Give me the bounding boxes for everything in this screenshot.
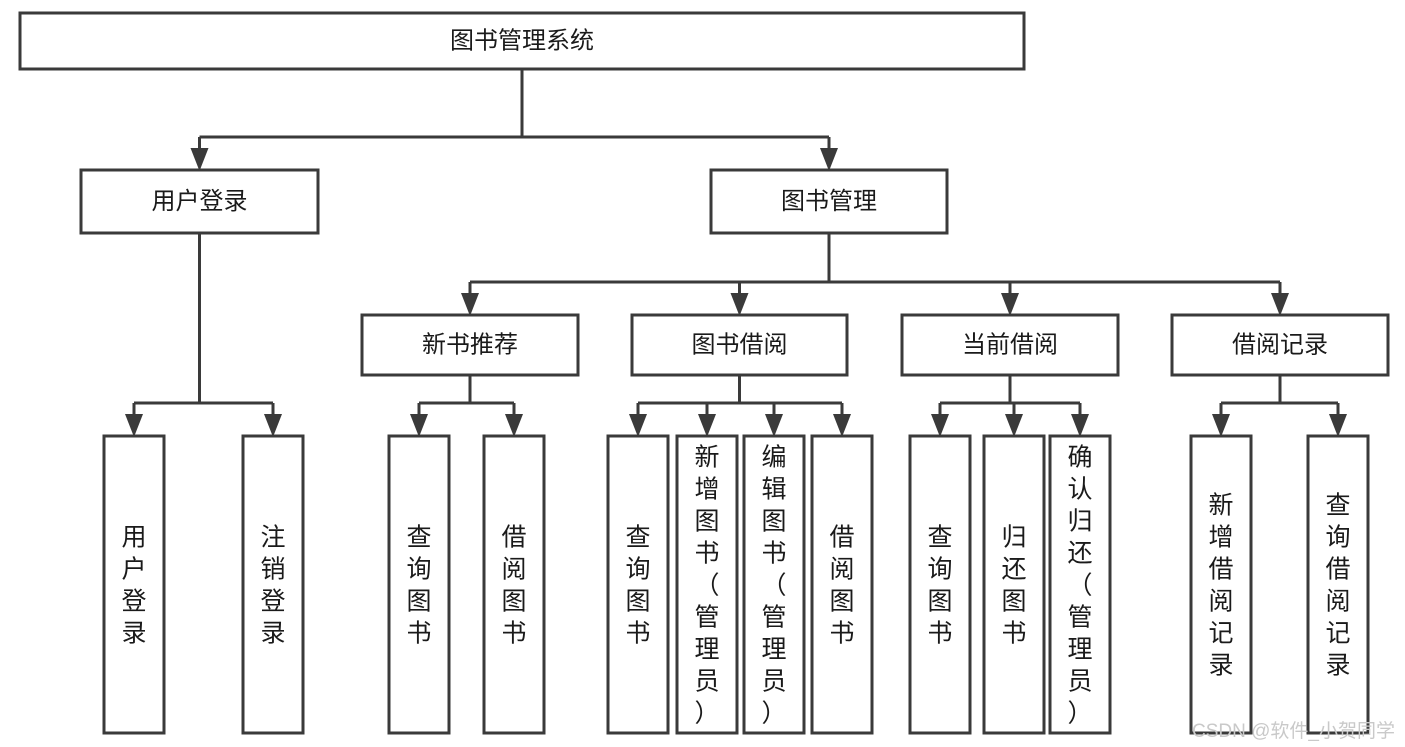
node-box[interactable] bbox=[900, 313, 1120, 377]
node-leaf-return-book[interactable]: 归还图书 bbox=[982, 434, 1046, 735]
node-box[interactable] bbox=[482, 434, 546, 735]
edges-layer bbox=[125, 69, 1347, 437]
node-box[interactable] bbox=[1189, 434, 1253, 735]
node-new-book-recommend[interactable]: 新书推荐 bbox=[360, 313, 580, 377]
node-label: 借阅图书 bbox=[829, 523, 854, 647]
node-box[interactable] bbox=[630, 313, 849, 377]
node-box[interactable] bbox=[709, 168, 949, 235]
node-label: 新增图书（管理员） bbox=[694, 443, 719, 727]
watermark-label: CSDN @软件_小贺同学 bbox=[1192, 721, 1395, 742]
node-leaf-query-book-3[interactable]: 查询图书 bbox=[908, 434, 972, 735]
node-label: 归还图书 bbox=[1001, 523, 1026, 647]
node-label: 查询借阅记录 bbox=[1325, 491, 1350, 679]
node-leaf-add-record[interactable]: 新增借阅记录 bbox=[1189, 434, 1253, 735]
node-user-login[interactable]: 用户登录 bbox=[79, 168, 320, 235]
node-box[interactable] bbox=[606, 434, 670, 735]
node-root[interactable]: 图书管理系统 bbox=[18, 11, 1026, 71]
node-book-borrow[interactable]: 图书借阅 bbox=[630, 313, 849, 377]
node-leaf-add-book[interactable]: 新增图书（管理员） bbox=[675, 434, 739, 735]
node-leaf-user-logout[interactable]: 注销登录 bbox=[241, 434, 305, 735]
node-box[interactable] bbox=[79, 168, 320, 235]
node-label: 编辑图书（管理员） bbox=[761, 443, 786, 727]
node-leaf-confirm-return[interactable]: 确认归还（管理员） bbox=[1048, 434, 1112, 735]
node-box[interactable] bbox=[908, 434, 972, 735]
node-box[interactable] bbox=[1170, 313, 1390, 377]
node-leaf-query-book-2[interactable]: 查询图书 bbox=[606, 434, 670, 735]
nodes-layer: 图书管理系统用户登录图书管理新书推荐图书借阅当前借阅借阅记录用户登录注销登录查询… bbox=[18, 11, 1390, 735]
node-leaf-edit-book[interactable]: 编辑图书（管理员） bbox=[742, 434, 806, 735]
node-label: 新书推荐 bbox=[422, 331, 518, 358]
node-box[interactable] bbox=[360, 313, 580, 377]
node-label: 图书管理系统 bbox=[450, 27, 594, 54]
node-label: 新增借阅记录 bbox=[1208, 491, 1233, 679]
node-box[interactable] bbox=[1306, 434, 1370, 735]
node-current-borrow[interactable]: 当前借阅 bbox=[900, 313, 1120, 377]
node-box[interactable] bbox=[742, 434, 806, 735]
node-label: 图书管理 bbox=[781, 188, 877, 215]
node-label: 图书借阅 bbox=[692, 331, 788, 358]
node-label: 确认归还（管理员） bbox=[1067, 443, 1092, 727]
node-borrow-record[interactable]: 借阅记录 bbox=[1170, 313, 1390, 377]
node-label: 查询图书 bbox=[625, 523, 650, 647]
node-label: 查询图书 bbox=[406, 523, 431, 647]
node-label: 当前借阅 bbox=[962, 331, 1058, 358]
node-box[interactable] bbox=[1048, 434, 1112, 735]
node-box[interactable] bbox=[102, 434, 166, 735]
node-label: 用户登录 bbox=[121, 523, 146, 647]
node-leaf-user-login[interactable]: 用户登录 bbox=[102, 434, 166, 735]
node-label: 查询图书 bbox=[927, 523, 952, 647]
node-box[interactable] bbox=[810, 434, 874, 735]
node-leaf-query-book-1[interactable]: 查询图书 bbox=[387, 434, 451, 735]
node-label: 借阅图书 bbox=[501, 523, 526, 647]
node-label: 借阅记录 bbox=[1232, 331, 1328, 358]
node-box[interactable] bbox=[675, 434, 739, 735]
node-label: 注销登录 bbox=[260, 523, 285, 647]
node-box[interactable] bbox=[982, 434, 1046, 735]
node-label: 用户登录 bbox=[152, 188, 248, 215]
node-leaf-borrow-book-2[interactable]: 借阅图书 bbox=[810, 434, 874, 735]
node-leaf-query-record[interactable]: 查询借阅记录 bbox=[1306, 434, 1370, 735]
node-leaf-borrow-book-1[interactable]: 借阅图书 bbox=[482, 434, 546, 735]
node-box[interactable] bbox=[18, 11, 1026, 71]
node-book-management[interactable]: 图书管理 bbox=[709, 168, 949, 235]
node-box[interactable] bbox=[241, 434, 305, 735]
node-box[interactable] bbox=[387, 434, 451, 735]
